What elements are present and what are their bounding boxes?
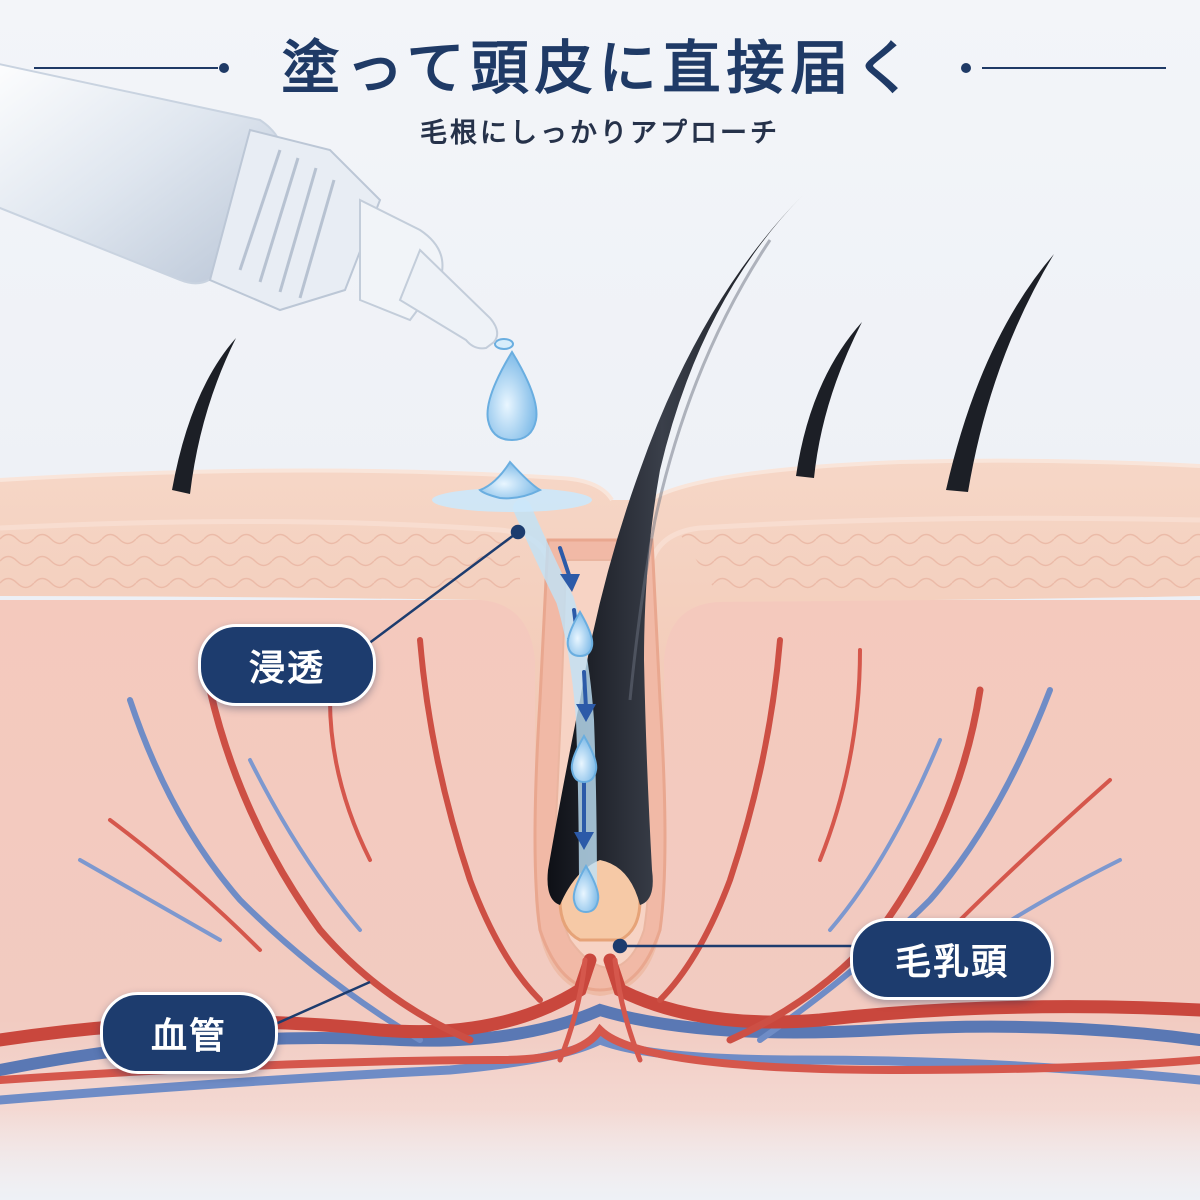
penetration-path [432,488,597,909]
artery [657,637,783,1003]
artery [108,818,262,952]
hair-strand-icon [796,322,862,478]
label-dermal-papilla: 毛乳頭 [850,918,1054,1000]
artery [603,953,1200,1029]
hair-strand-icon [547,196,802,905]
label-blood-vessels: 血管 [100,992,278,1074]
hair-strand-icon [946,254,1054,492]
label-blood-vessels-text: 血管 [150,1016,227,1057]
droplet-icon [570,734,598,784]
artery [612,957,643,1063]
vein [828,738,942,932]
artery [206,686,474,1044]
stratum-texture [0,524,1200,598]
vein [0,1035,1200,1105]
artery [0,1023,1200,1084]
callout-lines [261,524,858,1032]
arrow-down-icon [576,670,596,722]
vein [127,697,423,1043]
artery [818,648,862,862]
artery [557,957,588,1063]
surface-highlight [0,458,1200,502]
callout-line-penetration [359,530,519,652]
hair-shine [628,239,772,701]
vein [78,858,222,942]
bottom-fade [0,1110,1200,1200]
page-title: 塗って頭皮に直接届く [281,34,919,102]
vein [248,758,362,932]
artery [417,637,543,1003]
hair-strand-icon [172,338,236,494]
artery [948,778,1112,932]
surface-splash [432,488,592,512]
droplet-icon [486,350,538,442]
vein [757,687,1053,1043]
droplet-icon [572,864,600,914]
arrow-down-icon [558,546,580,592]
title-decoration [34,63,1166,73]
callout-line-vessel [261,980,371,1032]
label-dermal-papilla-text: 毛乳頭 [894,942,1009,983]
droplet-icon [566,610,594,658]
label-penetration-text: 浸透 [248,648,325,689]
arrow-down-icon [574,780,594,850]
droplets [478,338,600,914]
page-subtitle: 毛根にしっかりアプローチ [420,118,780,149]
label-penetration: 浸透 [198,624,376,706]
droplet-icon [478,460,543,500]
artery [328,698,372,862]
applicator-tube-icon [0,63,499,350]
